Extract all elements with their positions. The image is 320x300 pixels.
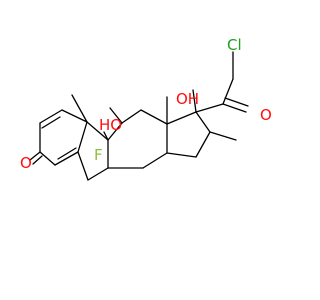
bond xyxy=(209,131,237,141)
bond xyxy=(39,151,56,166)
bond xyxy=(107,122,123,141)
bond xyxy=(87,167,109,181)
bond xyxy=(195,111,211,133)
bond xyxy=(192,89,197,113)
bond xyxy=(166,152,197,158)
chlorine-label: Cl xyxy=(227,36,242,54)
bonds xyxy=(29,51,249,181)
bond xyxy=(29,151,41,161)
molecule-structure: Cl O OH HO F O xyxy=(0,0,300,300)
bond xyxy=(142,152,168,169)
bond xyxy=(166,111,197,125)
background xyxy=(0,0,300,300)
ketone-oxygen-label: O xyxy=(260,106,272,124)
hydroxyl-c17-label: OH xyxy=(176,90,199,108)
bond xyxy=(86,121,109,141)
bond xyxy=(61,109,88,123)
bond xyxy=(71,94,88,123)
bond xyxy=(54,151,79,166)
bond xyxy=(41,116,61,129)
bond xyxy=(109,107,123,124)
bond xyxy=(32,155,43,165)
bond xyxy=(195,103,224,113)
bond xyxy=(224,97,249,107)
bond xyxy=(57,147,77,160)
hydroxyl-c11-label: HO xyxy=(99,116,122,134)
bond xyxy=(77,151,89,181)
bond xyxy=(140,109,168,125)
bond xyxy=(222,103,247,113)
bond xyxy=(195,131,211,158)
atom-labels: Cl O OH HO F O xyxy=(20,36,272,172)
bond xyxy=(39,109,63,124)
bond xyxy=(103,131,109,141)
ketone-c3-oxygen-label: O xyxy=(20,154,32,172)
bond xyxy=(77,121,88,153)
bond xyxy=(222,78,234,105)
fluorine-label: F xyxy=(94,146,103,164)
bond xyxy=(121,109,142,124)
